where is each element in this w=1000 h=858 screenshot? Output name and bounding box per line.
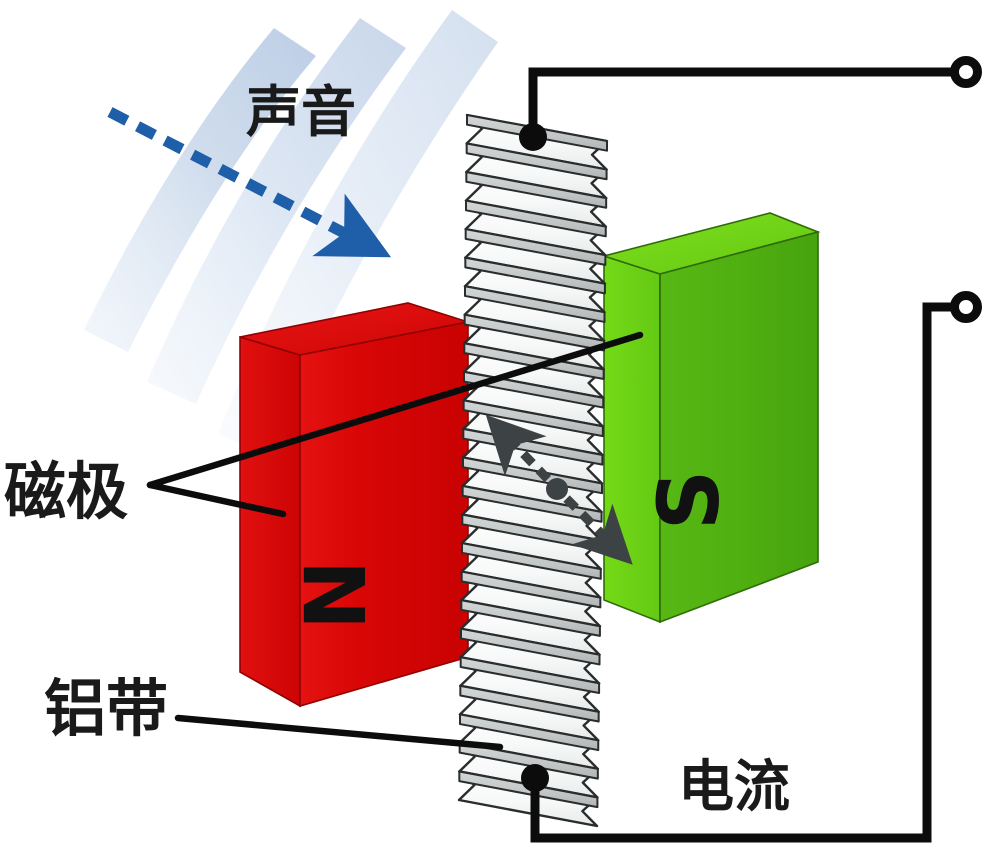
aluminum-ribbon-label: 铝带	[44, 672, 168, 745]
sound-label: 声音	[246, 80, 356, 144]
aluminum-ribbon	[457, 113, 609, 828]
aluminum-ribbon-leader-line	[174, 714, 504, 751]
south-magnet-front-face	[659, 230, 819, 624]
circuit-wiring	[519, 56, 982, 843]
north-magnet-front-face	[299, 321, 469, 708]
top-wire	[528, 67, 962, 142]
ribbon-pleat-shade	[465, 171, 608, 209]
bottom-wire	[530, 302, 962, 843]
ribbon-pleat-shade	[463, 313, 606, 352]
ribbon-pleat-shade	[459, 684, 600, 723]
open-circle-terminal-icon-top[interactable]	[950, 56, 982, 88]
south-pole-letter: S	[640, 470, 738, 531]
ribbon-pleat-shade	[460, 570, 602, 609]
south-magnet-side-face	[603, 254, 661, 624]
ribbon-pleat-shade	[464, 285, 606, 323]
open-circle-terminal-icon-bottom[interactable]	[950, 291, 982, 323]
south-magnet: S	[601, 212, 821, 624]
ribbon-pleat-shade	[458, 741, 599, 780]
ribbon-pleat-shade	[459, 656, 601, 694]
ribbon-pleat-shade	[465, 142, 608, 181]
north-magnet: N	[239, 302, 469, 708]
ribbon-pleat-shade	[460, 627, 601, 666]
current-label: 电流	[678, 755, 790, 820]
ribbon-pleat-shade	[464, 256, 606, 295]
filled-junction-dot-icon-top	[519, 123, 547, 151]
ribbon-pleat-shade	[465, 199, 607, 238]
ribbon-pleat-shade	[460, 599, 601, 637]
magnetic-pole-label: 磁极	[4, 455, 128, 528]
double-headed-dashed-arrow-icon	[485, 414, 633, 565]
magnetic-pole-leader-lines	[146, 331, 644, 518]
ribbon-pleat-shade	[461, 542, 602, 580]
north-magnet-side-face	[239, 335, 301, 708]
filled-junction-dot-icon-bottom	[521, 764, 549, 792]
ribbon-pleat-shade	[464, 228, 607, 266]
dashed-arrow-icon	[107, 107, 392, 258]
north-pole-letter: N	[287, 560, 385, 630]
ribbon-pleat-shade	[459, 713, 600, 752]
